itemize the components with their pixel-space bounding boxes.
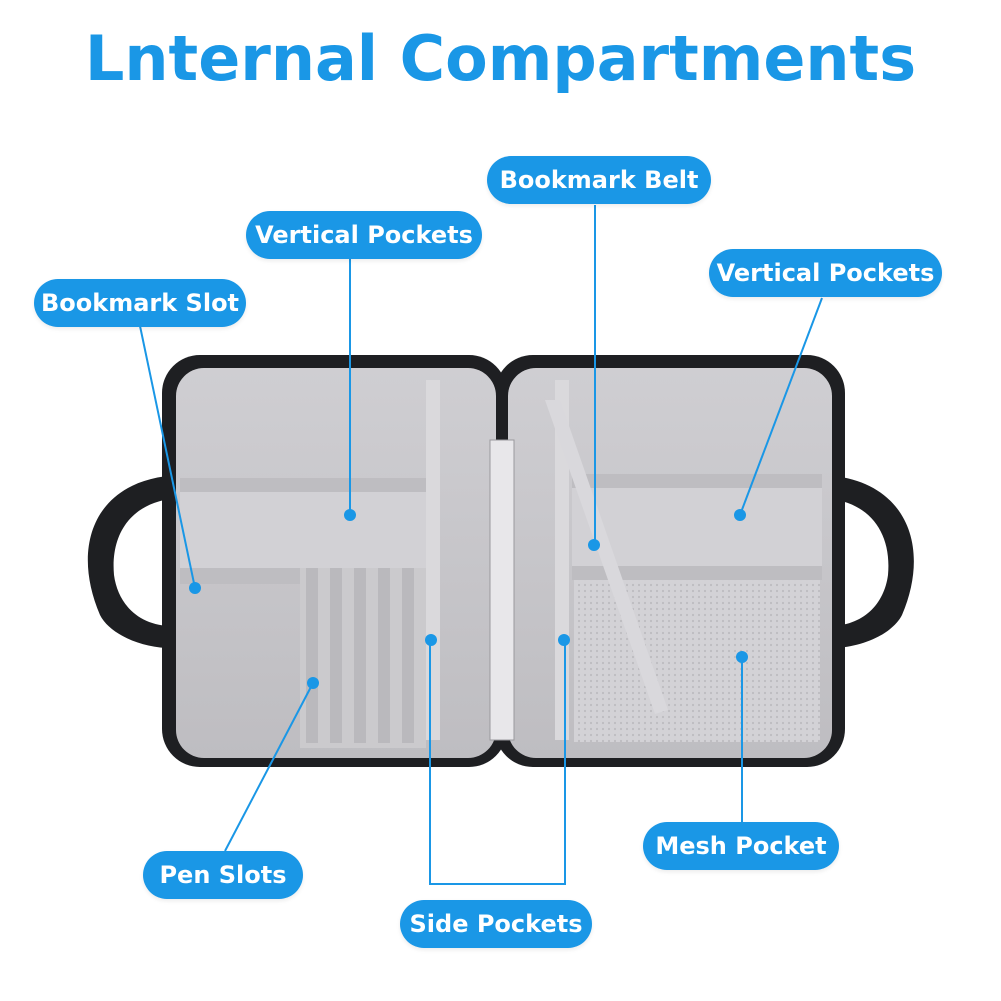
pen-slot-group bbox=[306, 568, 414, 743]
right-handle bbox=[822, 475, 914, 649]
label-pen-slots: Pen Slots bbox=[143, 851, 303, 899]
label-vertical-pockets-right: Vertical Pockets bbox=[709, 249, 942, 297]
left-top-pocket bbox=[180, 478, 426, 492]
mesh-pocket bbox=[574, 580, 820, 742]
bookmark-ribbon bbox=[545, 400, 668, 714]
page-title: Lnternal Compartments bbox=[84, 22, 917, 95]
label-side-pockets: Side Pockets bbox=[400, 900, 592, 948]
right-top-pocket bbox=[572, 474, 822, 488]
label-mesh-pocket: Mesh Pocket bbox=[643, 822, 839, 870]
label-bookmark-slot: Bookmark Slot bbox=[34, 279, 246, 327]
label-bookmark-belt: Bookmark Belt bbox=[487, 156, 711, 204]
label-vertical-pockets-left: Vertical Pockets bbox=[246, 211, 482, 259]
left-handle bbox=[87, 475, 180, 649]
spine bbox=[490, 440, 514, 740]
left-side-pocket bbox=[426, 380, 440, 740]
